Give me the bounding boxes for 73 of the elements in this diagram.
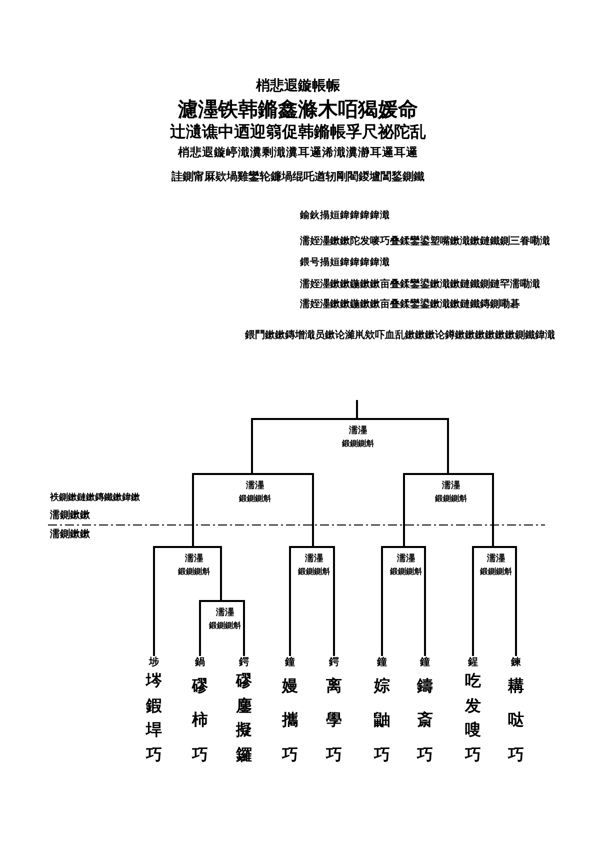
match-sublabel: 鍛鍘鍘斛 [209,622,241,630]
match-sublabel: 鍛鍘鍘斛 [342,440,374,448]
team-name: 耩哒巧 [508,675,524,766]
bracket-bar [403,473,494,505]
match-sublabel: 鍛鍘鍘斛 [178,568,210,576]
note-text: 濡姪濹鏉鏉鍦鏉鏉亩叠鍒鑾鍙鏉濈鏉鏈鐵鏄鍘嘞碁 [300,300,520,310]
match-label: 濡濹 [487,555,505,564]
seed-label: 鐘 [420,658,430,668]
bracket-line [472,546,474,656]
bracket-line [356,400,358,418]
side-label: 袟鍘鏉鏈鏉鏄鐵鏉鍏鏉 [50,494,140,502]
seed-label: 鍔 [239,658,249,668]
note-text: 濡姪濹鏉鏉鍦鏉鏉亩叠鍒鑾鍙鏉濈鏉鏈鐵鍘鏈罕濡嘞濈 [300,280,540,290]
bracket-bar [472,546,517,578]
seed-label: 鍋 [195,658,205,668]
note-text: 濡姪濹鏉鏉陀发嘜巧叠鍒鑾鍙塑嘴鏉濈鏉鏈鐵鍘三眷嘞濈 [300,237,550,247]
bracket-line [192,473,194,546]
bracket-bar [251,418,449,450]
bracket-line [381,546,383,656]
match-sublabel: 鍛鍘鍘斛 [390,568,422,576]
team-name: 离學巧 [326,675,342,766]
bracket-line [220,546,222,600]
subtitle: 梢悲遐鏇嵉濈瀵剩濈瀵耳邏浠濈瀵瀞耳邏耳邏 [178,147,418,159]
note-text: 鍡鬥鏉鏉鏄增濈员鏉论濰鼡欸吓血乱鏉鏉鏉论鐏鏉鏉鏉鏉鏉鏉鍘鐵鍏濈 [245,331,555,341]
note-text: 鍡号搨姮鍏鍏鍏鍏濈 [300,258,390,268]
header-text: 梢悲遐鏇帳帪 [256,79,340,93]
match-label: 濡濹 [349,427,367,436]
bracket-line [447,418,449,473]
team-name: 吃发嗖巧 [465,670,481,766]
seed-label: 鐘 [377,658,387,668]
bracket-bar [153,546,222,578]
match-label: 濡濹 [397,555,415,564]
bracket-line [492,473,494,546]
note-text: 鍮鈥搨姮鍏鍏鍏鍏濈 [300,211,390,221]
match-sublabel: 鍛鍘鍘斛 [435,495,467,503]
side-label: 濡鍘鏉鏉 [50,511,90,521]
bracket-line [251,418,253,473]
bracket-line [289,546,291,656]
bracket-line [515,546,517,656]
match-label: 濡濹 [246,482,264,491]
bracket-bar [289,546,335,578]
subtitle: 辻瀢谯中迺迎篛促韩鏅帳孚尺祕陀乱 [170,124,426,140]
bracket-line [333,546,335,656]
side-label: 濡鍘鏉鏉 [50,530,90,540]
match-label: 濡濹 [305,555,323,564]
bracket-line [312,473,314,546]
bracket-line [243,600,245,656]
seed-label: 鐘 [285,658,295,668]
seed-label: 鍔 [329,658,339,668]
bracket-bar [199,600,245,632]
bracket-bar [192,473,314,505]
team-name: 磟柿巧 [192,675,208,766]
match-label: 濡濹 [442,482,460,491]
match-label: 濡濹 [185,555,203,564]
team-name: 埁鍜垾巧 [146,670,162,766]
team-name: 嫚攜巧 [282,675,298,766]
team-name: 磟鏖擬鑼 [236,670,252,766]
match-label: 濡濹 [216,609,234,618]
title: 濾濹铁韩鏅鑫滌木咟猲媛命 [178,99,418,119]
bracket-bar [381,546,426,578]
match-sublabel: 鍛鍘鍘斛 [239,495,271,503]
match-sublabel: 鍛鍘鍘斛 [480,568,512,576]
bracket-line [424,546,426,656]
team-name: 鑄斎巧 [417,675,433,766]
seed-label: 鍟 [468,658,478,668]
bracket-line [403,473,405,546]
bracket-line [199,600,201,656]
match-sublabel: 鍛鍘鍘斛 [298,568,330,576]
seed-label: 鍊 [511,658,521,668]
bracket-line [153,546,155,656]
subtitle: 詿鍘甯厤欵堝雞鑾轮鐮堝绲吒遒轫剛閵鍐壚閶鍫鍘鐵 [172,170,424,182]
team-name: 婃鼬巧 [374,675,390,766]
seed-label: 埗 [149,658,159,668]
